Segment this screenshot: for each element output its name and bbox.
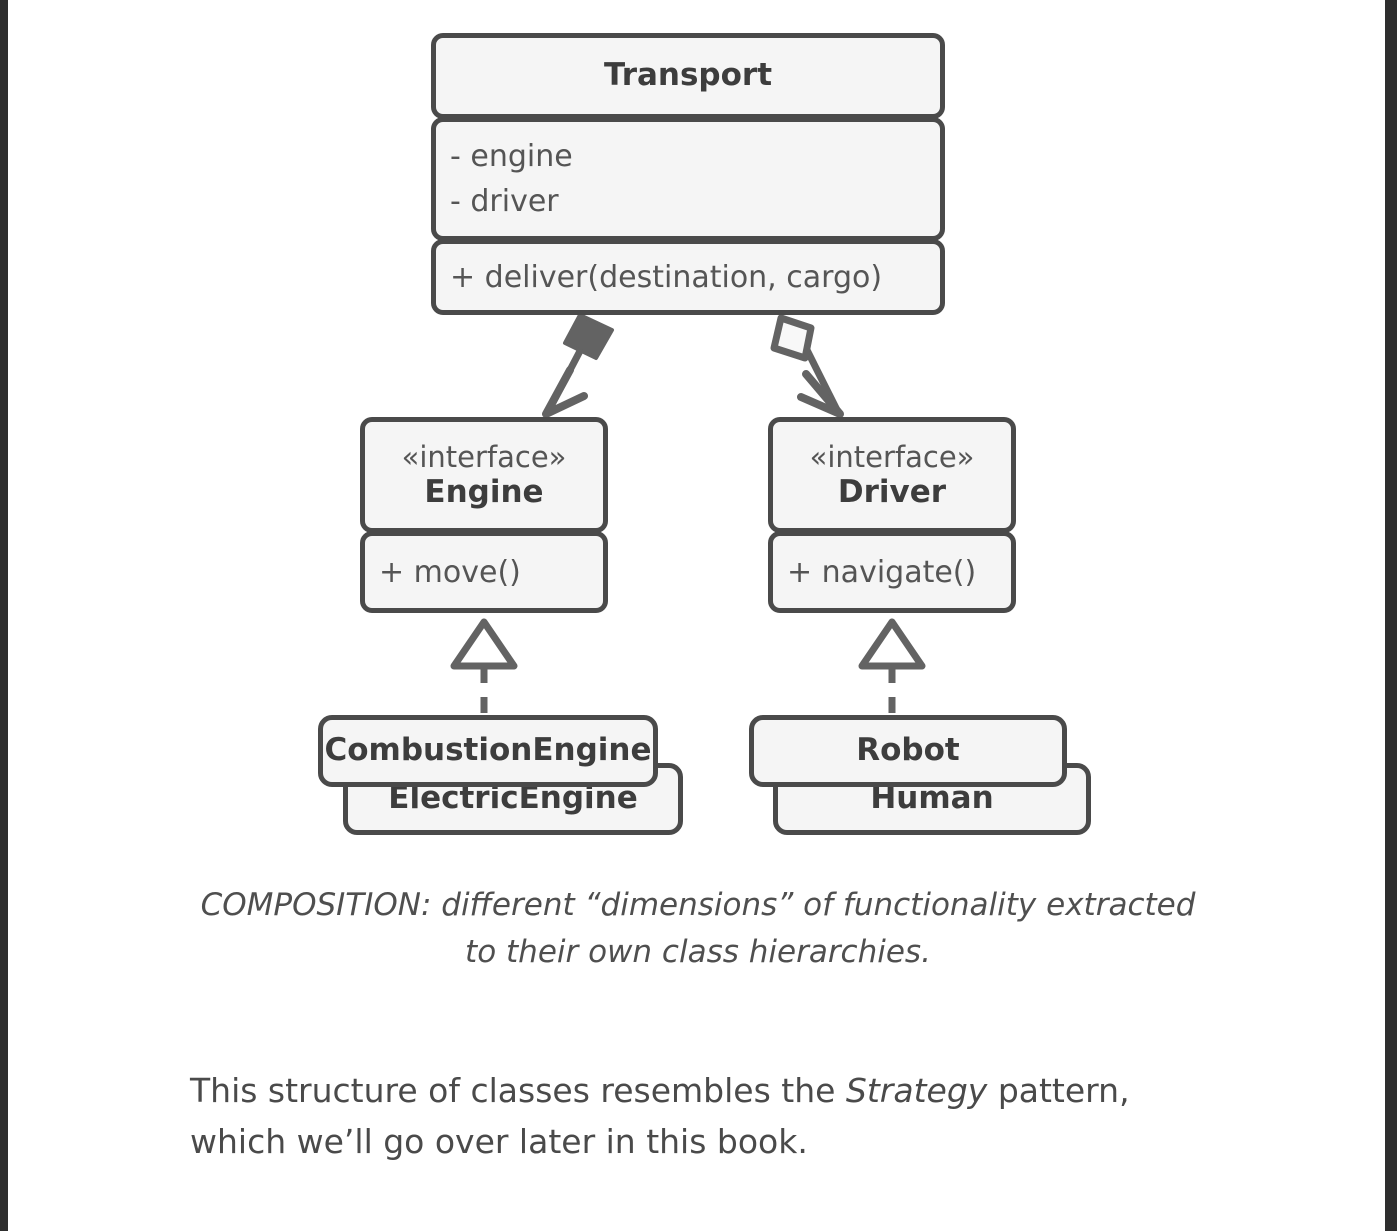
class-box-robot: Robot [749, 715, 1067, 787]
figure-caption: COMPOSITION: different “dimensions” of f… [200, 887, 1196, 970]
class-transport-attributes-compartment: - engine - driver [431, 117, 945, 241]
attribute-engine: - engine [450, 139, 573, 174]
class-transport-operations-compartment: + deliver(destination, cargo) [431, 239, 945, 315]
interface-driver-operations-compartment: + navigate() [768, 531, 1016, 613]
class-box-combustion-engine: CombustionEngine [318, 715, 658, 787]
interface-engine-operations-compartment: + move() [360, 531, 608, 613]
stereotype-interface-driver: «interface» [809, 439, 975, 474]
attribute-driver: - driver [450, 184, 559, 219]
body-emphasis-strategy: Strategy [845, 1071, 988, 1110]
operation-move: + move() [379, 554, 521, 590]
page-left-gutter [0, 0, 8, 1231]
operation-navigate: + navigate() [787, 554, 977, 590]
interface-engine-title-compartment: «interface» Engine [360, 417, 608, 533]
uml-class-diagram: Transport - engine - driver + deliver(de… [8, 0, 1385, 860]
class-name-combustion-engine: CombustionEngine [324, 732, 652, 769]
realization-link-combustionengine-engine [450, 618, 518, 713]
class-name-robot: Robot [856, 732, 960, 769]
class-name-transport: Transport [603, 57, 773, 94]
class-name-engine: Engine [424, 473, 544, 510]
page-content: Transport - engine - driver + deliver(de… [8, 0, 1385, 1231]
operation-deliver: + deliver(destination, cargo) [450, 259, 883, 295]
page-right-gutter [1385, 0, 1397, 1231]
composition-link-transport-engine [542, 313, 614, 418]
class-transport-title-compartment: Transport [431, 33, 945, 119]
interface-driver-title-compartment: «interface» Driver [768, 417, 1016, 533]
realization-link-robot-driver [858, 618, 926, 713]
stereotype-interface-engine: «interface» [401, 439, 567, 474]
body-paragraph: This structure of classes resembles the … [190, 1065, 1230, 1167]
class-name-driver: Driver [837, 473, 947, 510]
aggregation-link-transport-driver [770, 314, 844, 418]
body-text-part2: pattern, which we’ll go over later in th… [190, 1071, 1130, 1162]
body-text-part1: This structure of classes resembles the [190, 1071, 846, 1110]
